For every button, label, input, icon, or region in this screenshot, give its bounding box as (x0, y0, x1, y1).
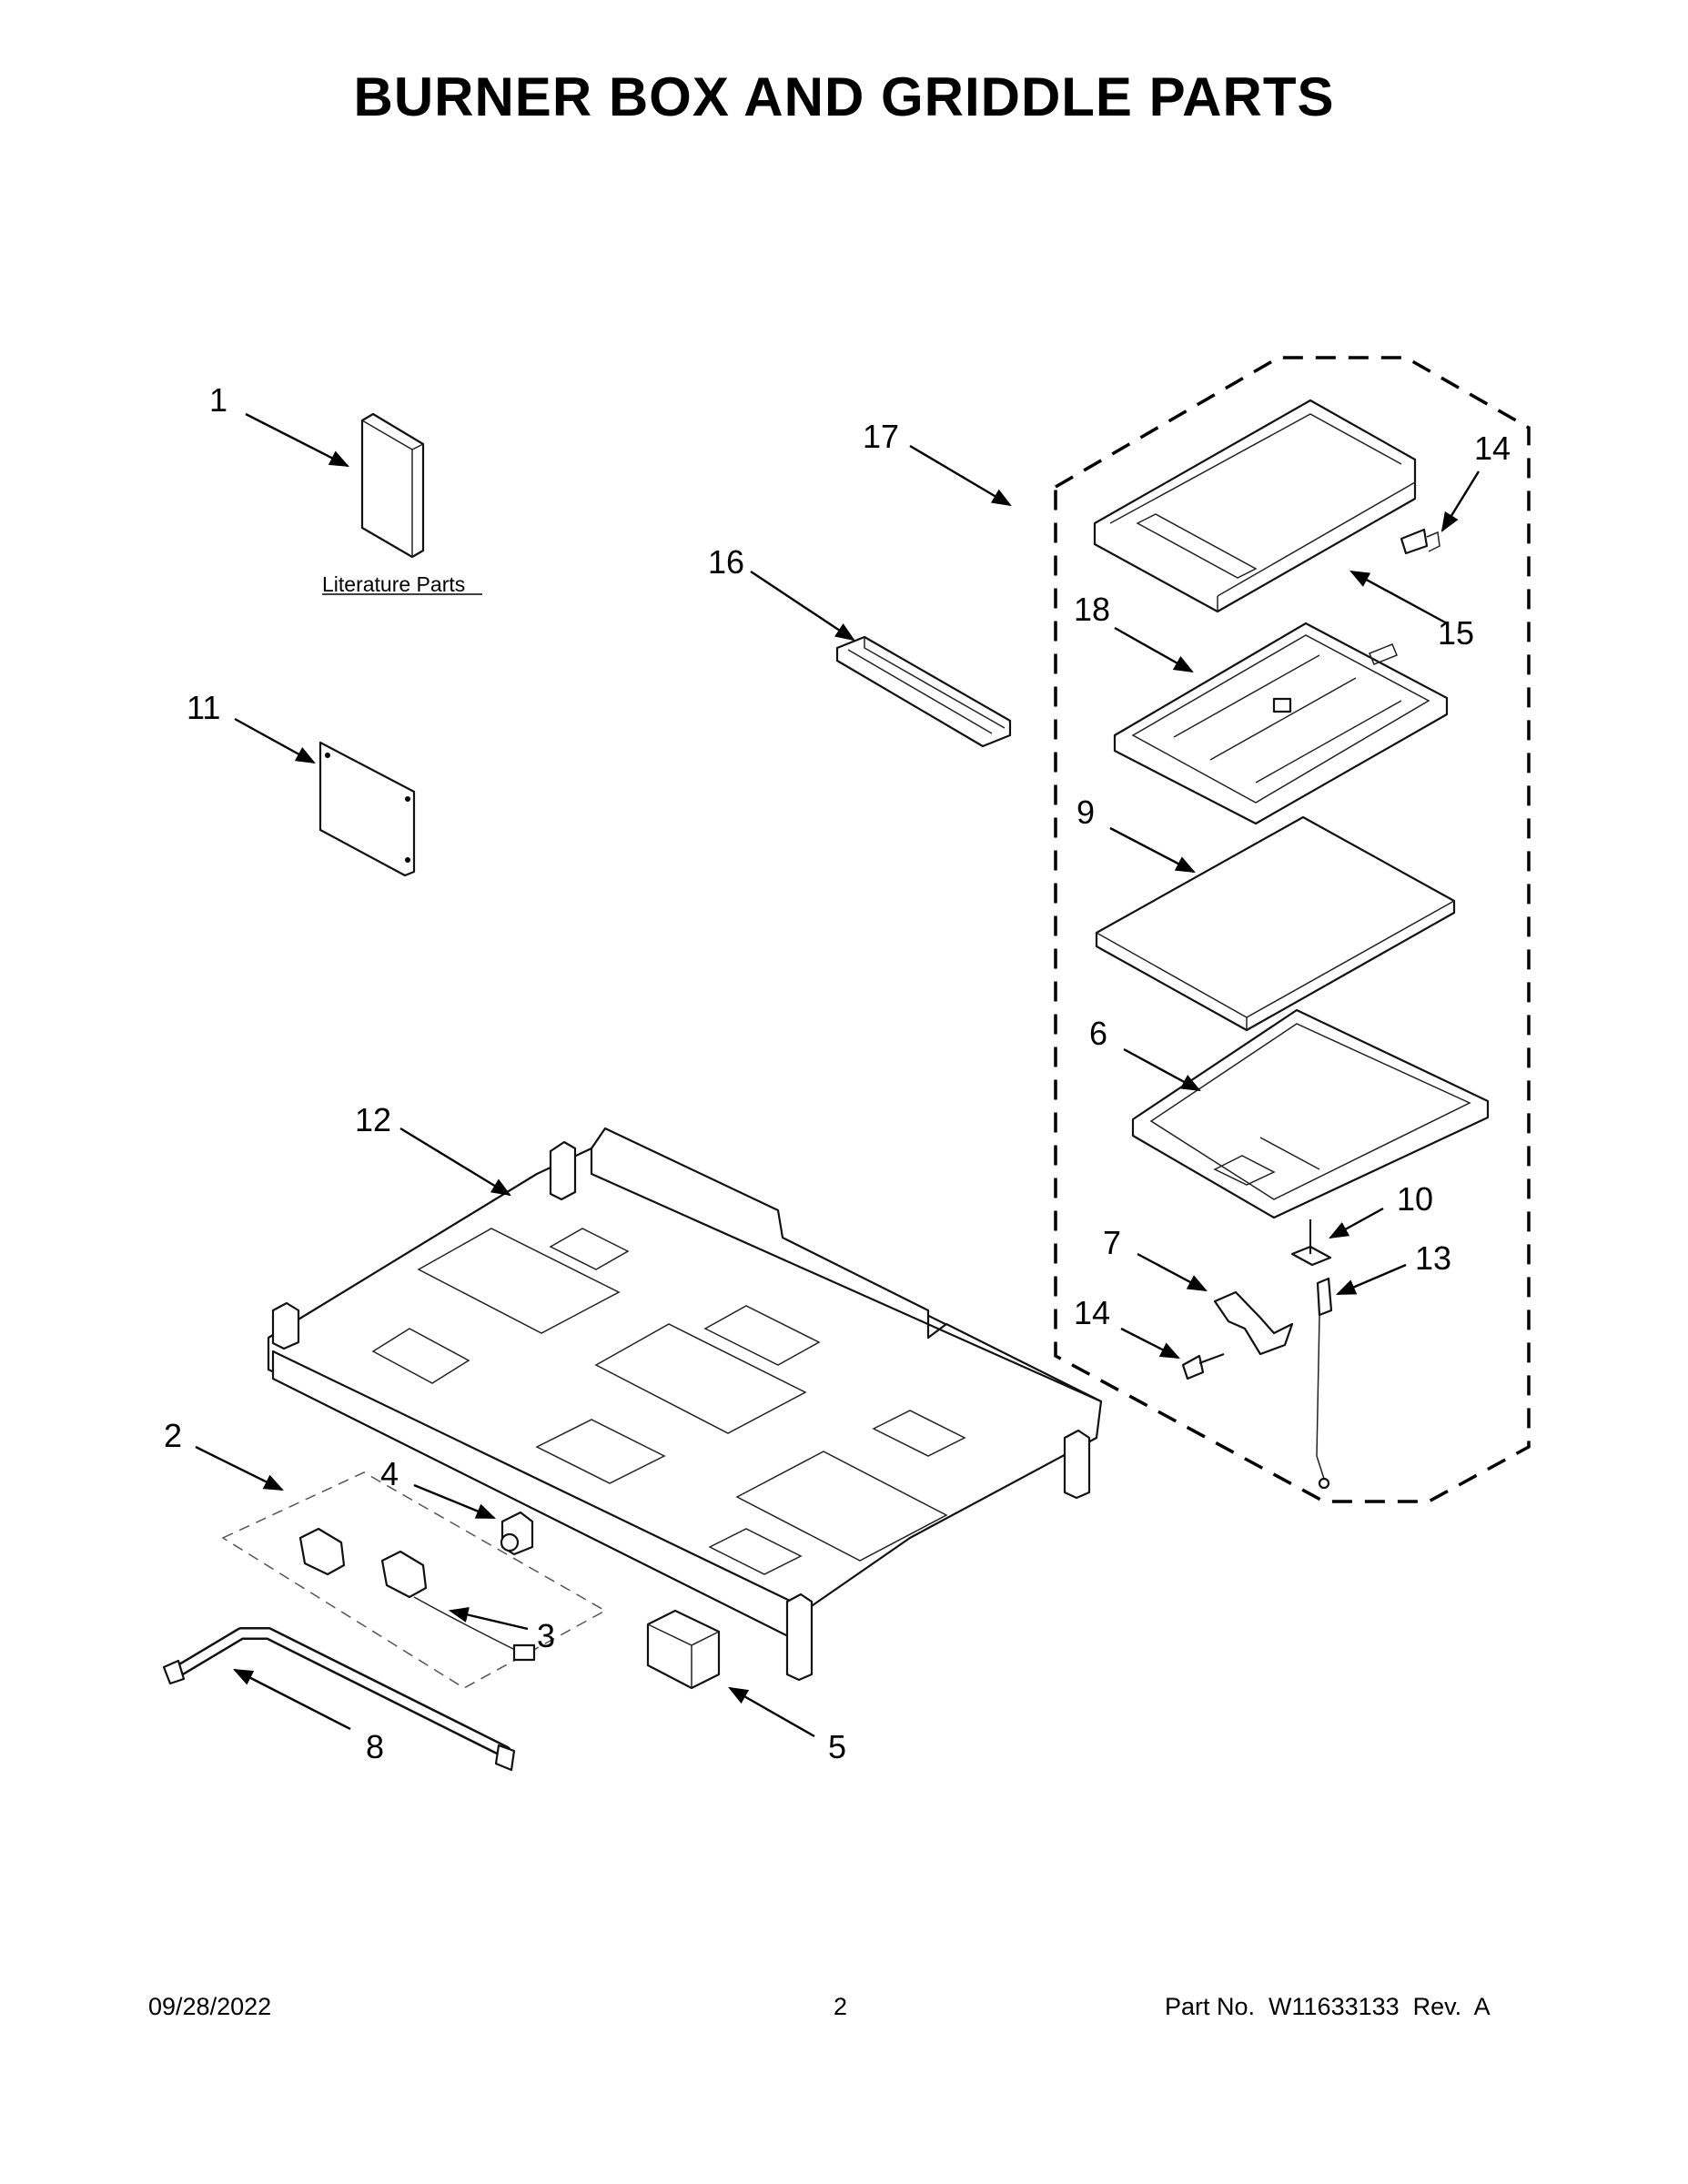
callout-9: 9 (1076, 794, 1095, 831)
callout-10: 10 (1397, 1180, 1433, 1218)
part-12-burner-box[interactable] (267, 1127, 1103, 1682)
callout-3: 3 (537, 1617, 555, 1654)
callout-11: 11 (187, 689, 220, 726)
footer-page-number: 2 (834, 1993, 848, 2020)
leader-15 (1349, 570, 1448, 625)
leader-18 (1114, 626, 1194, 673)
part-5-valve-block[interactable] (646, 1609, 721, 1690)
callout-6: 6 (1089, 1015, 1107, 1052)
callout-12: 12 (355, 1101, 391, 1138)
leader-1 (245, 412, 349, 468)
callout-14-lower: 14 (1074, 1294, 1110, 1331)
leader-14-lower (1120, 1327, 1180, 1360)
part-6-frame[interactable] (1131, 1008, 1490, 1219)
leader-16 (750, 571, 855, 642)
part-1-literature[interactable] (360, 412, 425, 559)
literature-parts-label: Literature Parts (322, 572, 465, 596)
leader-3 (448, 1607, 529, 1631)
leader-6 (1123, 1047, 1201, 1092)
callout-17: 17 (863, 418, 899, 455)
callout-14-upper: 14 (1474, 430, 1511, 467)
part-18-griddle-element[interactable] (1113, 622, 1449, 825)
callout-1: 1 (209, 381, 227, 419)
leader-10 (1329, 1207, 1384, 1239)
leader-11 (234, 717, 316, 764)
footer-part-number: Part No. W11633133 Rev. A (1165, 1993, 1491, 2020)
griddle-assembly-boundary (1054, 356, 1531, 1503)
part-10-sensor-bracket[interactable] (1290, 1219, 1332, 1267)
leader-9 (1109, 826, 1196, 874)
leader-2 (195, 1445, 284, 1491)
part-7-bracket[interactable] (1213, 1290, 1294, 1356)
part-3-valve-harness[interactable] (298, 1527, 536, 1662)
callout-4: 4 (380, 1455, 399, 1492)
leader-14-upper (1440, 470, 1481, 532)
callout-8: 8 (366, 1728, 384, 1765)
leader-8 (233, 1668, 351, 1731)
part-16-tray[interactable] (835, 635, 1012, 748)
leader-17 (909, 444, 1012, 507)
leader-12 (399, 1127, 511, 1197)
callout-2: 2 (164, 1417, 182, 1454)
part-8-gas-tube[interactable] (162, 1627, 516, 1772)
callout-18: 18 (1074, 591, 1110, 628)
callout-16: 16 (708, 543, 744, 581)
part-15-griddle-pan[interactable] (1093, 399, 1417, 613)
callout-7: 7 (1103, 1224, 1121, 1261)
leader-13 (1336, 1263, 1407, 1296)
leader-7 (1137, 1252, 1208, 1292)
footer-date: 09/28/2022 (148, 1993, 272, 2020)
page-title: BURNER BOX AND GRIDDLE PARTS (353, 66, 1335, 127)
part-14-screw-lower[interactable] (1181, 1353, 1225, 1380)
callout-15: 15 (1438, 614, 1474, 652)
callout-13: 13 (1415, 1239, 1451, 1277)
part-13-sensor-probe[interactable] (1316, 1277, 1333, 1490)
part-9-griddle-plate[interactable] (1095, 815, 1456, 1032)
part-14-screw-upper[interactable] (1400, 528, 1440, 555)
part-11-plate[interactable] (318, 741, 416, 877)
callout-5: 5 (828, 1728, 846, 1765)
leader-4 (413, 1483, 496, 1520)
part-4-fitting[interactable] (500, 1511, 534, 1556)
leader-5 (728, 1686, 815, 1738)
